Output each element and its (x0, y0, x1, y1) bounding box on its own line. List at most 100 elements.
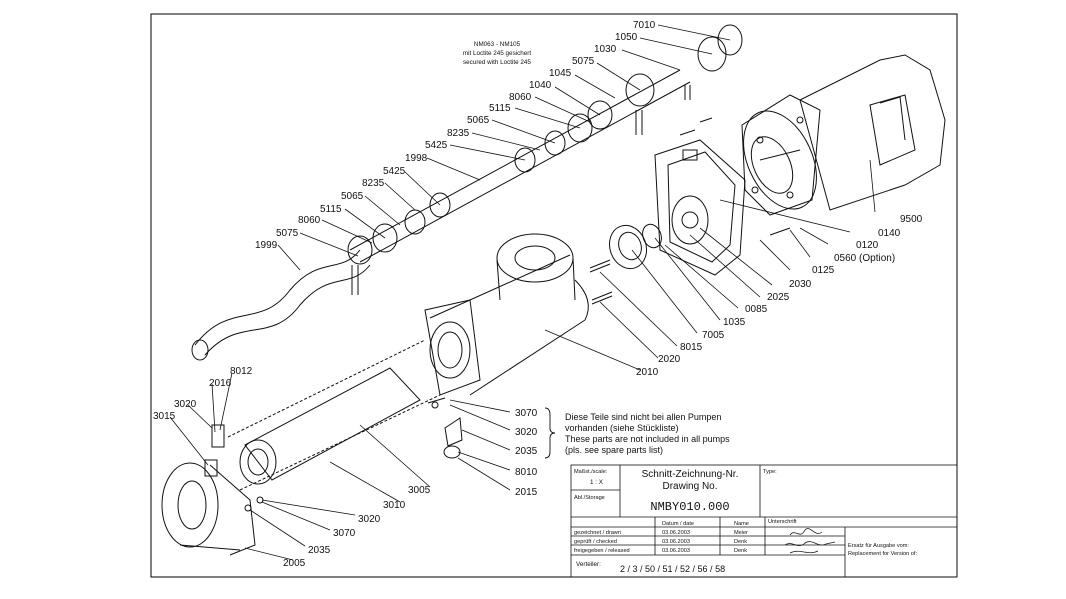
part-label: 2015 (515, 487, 538, 498)
rotor (191, 249, 371, 361)
part-label: 2030 (789, 279, 812, 290)
row-date: 03.06.2003 (662, 530, 690, 536)
screw-0140 (679, 117, 713, 136)
part-label: 8060 (509, 92, 532, 103)
part-label: 3070 (515, 408, 538, 419)
part-label: 9500 (900, 214, 923, 225)
drawing-title-en: Drawing No. (662, 481, 717, 492)
pin-2020 (591, 291, 613, 305)
note-line-2: mit Loctite 245 gesichert (463, 50, 532, 57)
screw-0120 (769, 227, 791, 236)
row-name: Denk (734, 548, 747, 554)
part-labels: 7010 1050 1030 5075 1045 1040 8060 5115 … (153, 20, 923, 569)
part-label: 1999 (255, 240, 278, 251)
part-label: 5065 (467, 115, 490, 126)
remark-brace (544, 407, 556, 459)
part-label: 0125 (812, 265, 835, 276)
part-label: 8012 (230, 366, 253, 377)
drawing-frame (150, 13, 958, 578)
part-label: 8015 (680, 342, 703, 353)
replacement-de: Ersatz für Ausgabe vom: (848, 543, 909, 549)
part-label: 2020 (658, 354, 681, 365)
part-label: 2016 (209, 378, 232, 389)
col-name-header: Name (734, 521, 749, 527)
drawing-title-de: Schnitt-Zeichnung-Nr. (642, 469, 739, 480)
part-label: 8235 (362, 178, 385, 189)
plug-8010 (443, 445, 461, 459)
row-role: freigegeben / released (574, 548, 630, 554)
washer-3070 (431, 401, 439, 409)
pin-8015 (589, 259, 611, 273)
part-label: 3070 (333, 528, 356, 539)
title-block (570, 464, 958, 578)
part-label: 5075 (276, 228, 299, 239)
note-line-3: secured with Loctite 245 (463, 59, 531, 66)
part-label: 1035 (723, 317, 746, 328)
remark-en-1: These parts are not included in all pump… (565, 434, 730, 444)
part-label: 3020 (174, 399, 197, 410)
row-role: gezeichnet / drawn (574, 530, 621, 536)
row-role: geprüft / checked (574, 539, 617, 545)
distribution-label: Verteiler: (576, 561, 601, 568)
remark-de-1: Diese Teile sind nicht bei allen Pumpen (565, 412, 721, 422)
part-label: 0085 (745, 304, 768, 315)
part-label: 5425 (425, 140, 448, 151)
part-label: 3020 (358, 514, 381, 525)
motor (741, 54, 946, 216)
pressure-flange (161, 424, 256, 556)
note-line-1: NM063 - NM105 (474, 41, 521, 48)
part-label: 7010 (633, 20, 656, 31)
leader-lines (169, 24, 876, 561)
part-label: 3015 (153, 411, 176, 422)
title-block-text: Maßst./scale: 1 : X Abl./Storage Schnitt… (574, 469, 917, 574)
part-label: 2010 (636, 367, 659, 378)
part-label: 5075 (572, 56, 595, 67)
part-label: 0120 (856, 240, 879, 251)
row-date: 03.06.2003 (662, 539, 690, 545)
scale-label: Maßst./scale: (574, 469, 608, 475)
bolt-3020 (427, 397, 446, 404)
part-label: 1045 (549, 68, 572, 79)
part-label: 1030 (594, 44, 617, 55)
part-label: 5115 (489, 103, 511, 114)
ring-1035 (642, 223, 662, 249)
lantern (654, 139, 746, 276)
drawing-number: NMBY010.000 (650, 500, 729, 514)
part-label: 5065 (341, 191, 364, 202)
part-label: 3005 (408, 485, 431, 496)
distribution-value: 2 / 3 / 50 / 51 / 52 / 56 / 58 (620, 564, 725, 574)
part-label: 2035 (308, 545, 331, 556)
row-date: 03.06.2003 (662, 548, 690, 554)
replacement-en: Replacement for Version of: (848, 551, 917, 557)
part-label: 0560 (Option) (834, 253, 895, 264)
washer-2035b (244, 504, 252, 512)
coupling-rod (347, 24, 743, 295)
remark-de-2: vorhanden (siehe Stückliste) (565, 423, 679, 433)
part-label: 2025 (767, 292, 790, 303)
part-label: 7005 (702, 330, 725, 341)
col-signature-header: Unterschrift (768, 519, 797, 525)
loctite-note: NM063 - NM105 mit Loctite 245 gesichert … (463, 41, 532, 66)
part-label: 1040 (529, 80, 552, 91)
row-name: Meier (734, 530, 748, 536)
part-label: 2005 (283, 558, 306, 569)
part-label: 8060 (298, 215, 321, 226)
type-label: Type: (763, 469, 777, 475)
part-label: 0140 (878, 228, 901, 239)
part-label: 8010 (515, 467, 538, 478)
ring-7005 (608, 224, 648, 270)
part-label: 2035 (515, 446, 538, 457)
part-label: 3010 (383, 500, 406, 511)
part-label: 5425 (383, 166, 406, 177)
scale-value: 1 : X (590, 479, 604, 486)
stator (227, 339, 441, 491)
bolt-2035 (444, 417, 463, 447)
remark-en-2: (pls. see spare parts list) (565, 445, 663, 455)
remark-note: Diese Teile sind nicht bei allen Pumpen … (544, 407, 730, 459)
part-label: 1050 (615, 32, 638, 43)
col-date-header: Datum / date (662, 521, 694, 527)
storage-label: Abl./Storage (574, 495, 605, 501)
ring-7005-inner (618, 231, 642, 261)
part-label: 8235 (447, 128, 470, 139)
